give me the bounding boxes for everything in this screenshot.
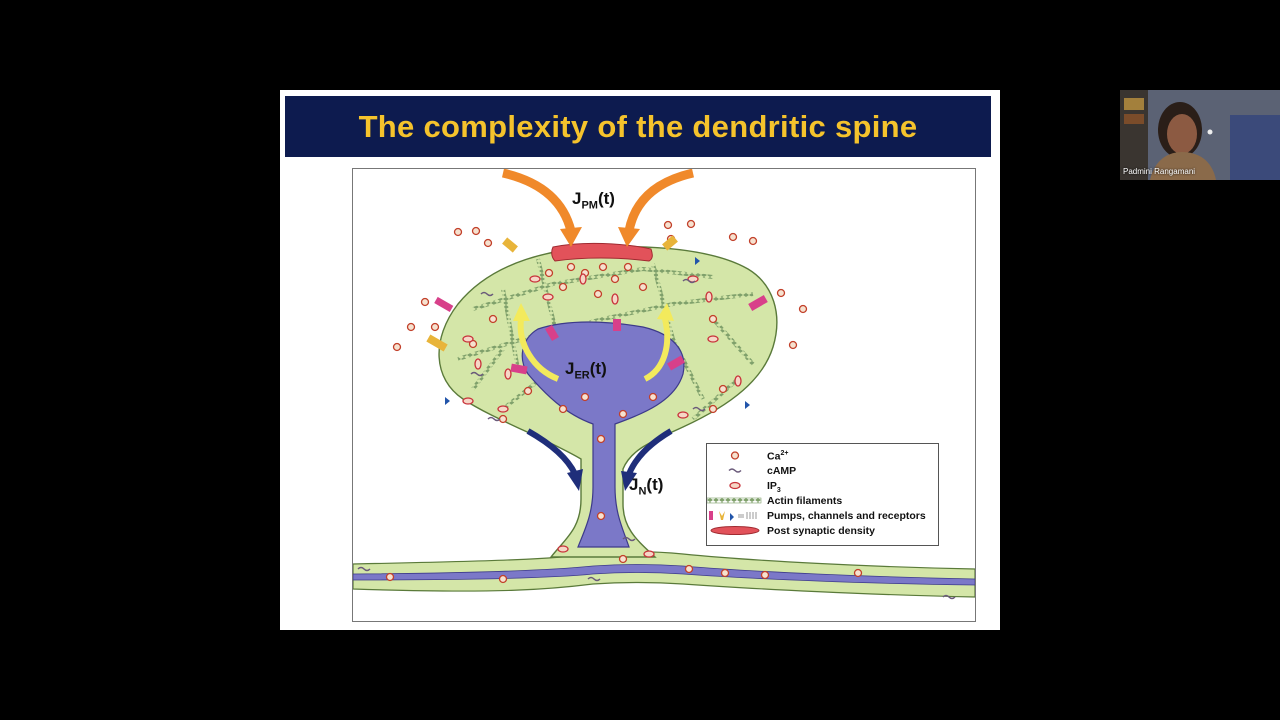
receptors-channels [426,235,768,409]
jn-arrow-left [526,428,578,476]
post-synaptic-density [551,242,653,262]
legend-label: IP3 [767,480,781,495]
legend-label: Ca2+ [767,450,789,463]
calcium-ion-icon [730,451,740,460]
jpm-arrow-left [501,169,576,233]
legend-row-pumps: Pumps, channels and receptors [707,509,938,524]
participant-video [1120,90,1280,180]
slide-title: The complexity of the dendritic spine [358,108,918,144]
pumps-channels-icon [709,511,757,521]
webcam-thumbnail[interactable]: Padmini Rangamani [1120,90,1280,180]
dendrite-er [353,564,975,586]
calcium-ions [385,219,863,584]
presentation-slide: The complexity of the dendritic spine [280,90,1000,630]
legend-label: Post synaptic density [767,525,875,537]
camp-molecules [357,278,956,600]
ip3-molecules [462,273,742,558]
jer-arrow-left [517,318,560,382]
psd-icon [710,526,760,535]
spine-er [521,321,685,548]
jpm-label: JPM(t) [572,189,615,212]
legend-label: Actin filaments [767,495,843,507]
jn-arrow-right [626,428,673,476]
jn-label: JN(t) [629,475,664,498]
camp-icon [728,468,742,473]
jer-label: JER(t) [565,359,607,382]
dendritic-spine-figure: JPM(t) JER(t) JN(t) Ca2+ cAMP IP3 Actin [352,168,976,622]
legend-row-camp: cAMP [707,464,938,479]
legend-row-psd: Post synaptic density [707,524,938,539]
ip3-icon [729,481,741,490]
jpm-arrow-right [624,169,695,233]
actin-network [457,258,755,421]
figure-legend: Ca2+ cAMP IP3 Actin filaments [706,443,939,546]
legend-row-actin: Actin filaments [707,494,938,509]
legend-row-ca: Ca2+ [707,449,938,464]
jer-arrow-right [643,318,671,382]
legend-label: cAMP [767,465,797,477]
slide-title-bar: The complexity of the dendritic spine [285,96,991,157]
actin-filament-icon [707,497,762,504]
participant-name: Padmini Rangamani [1123,167,1196,176]
legend-row-ip3: IP3 [707,479,938,494]
legend-label: Pumps, channels and receptors [767,510,926,522]
spine-diagram [353,169,975,600]
